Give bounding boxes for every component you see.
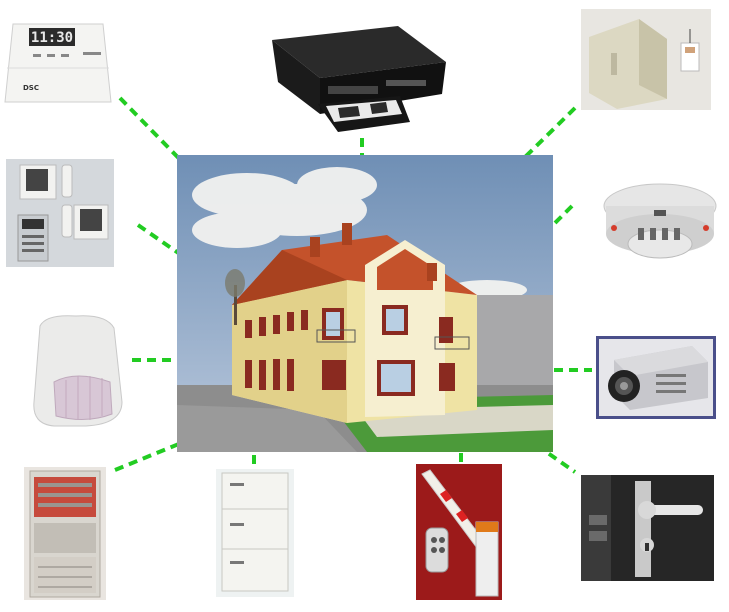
alarm-keypad: 11:30 DSC: [3, 16, 113, 106]
svg-text:DSC: DSC: [23, 84, 39, 92]
clouds: [192, 167, 527, 300]
tree: [225, 269, 245, 325]
equipment-rack: [24, 467, 106, 600]
connector-reader: [518, 106, 577, 164]
motion-sensor: [26, 312, 126, 430]
telephone-exchange: [216, 469, 294, 597]
door-lock: [581, 475, 714, 581]
keypad-display-text: 11:30: [31, 30, 73, 46]
cctv-camera: [596, 336, 716, 419]
parking-barrier: [416, 464, 502, 600]
access-control-reader: [581, 9, 711, 110]
house-photo: [177, 155, 553, 452]
video-intercom: [6, 159, 114, 267]
smoke-detector: [600, 166, 722, 274]
vcr-recorder: [268, 22, 450, 137]
